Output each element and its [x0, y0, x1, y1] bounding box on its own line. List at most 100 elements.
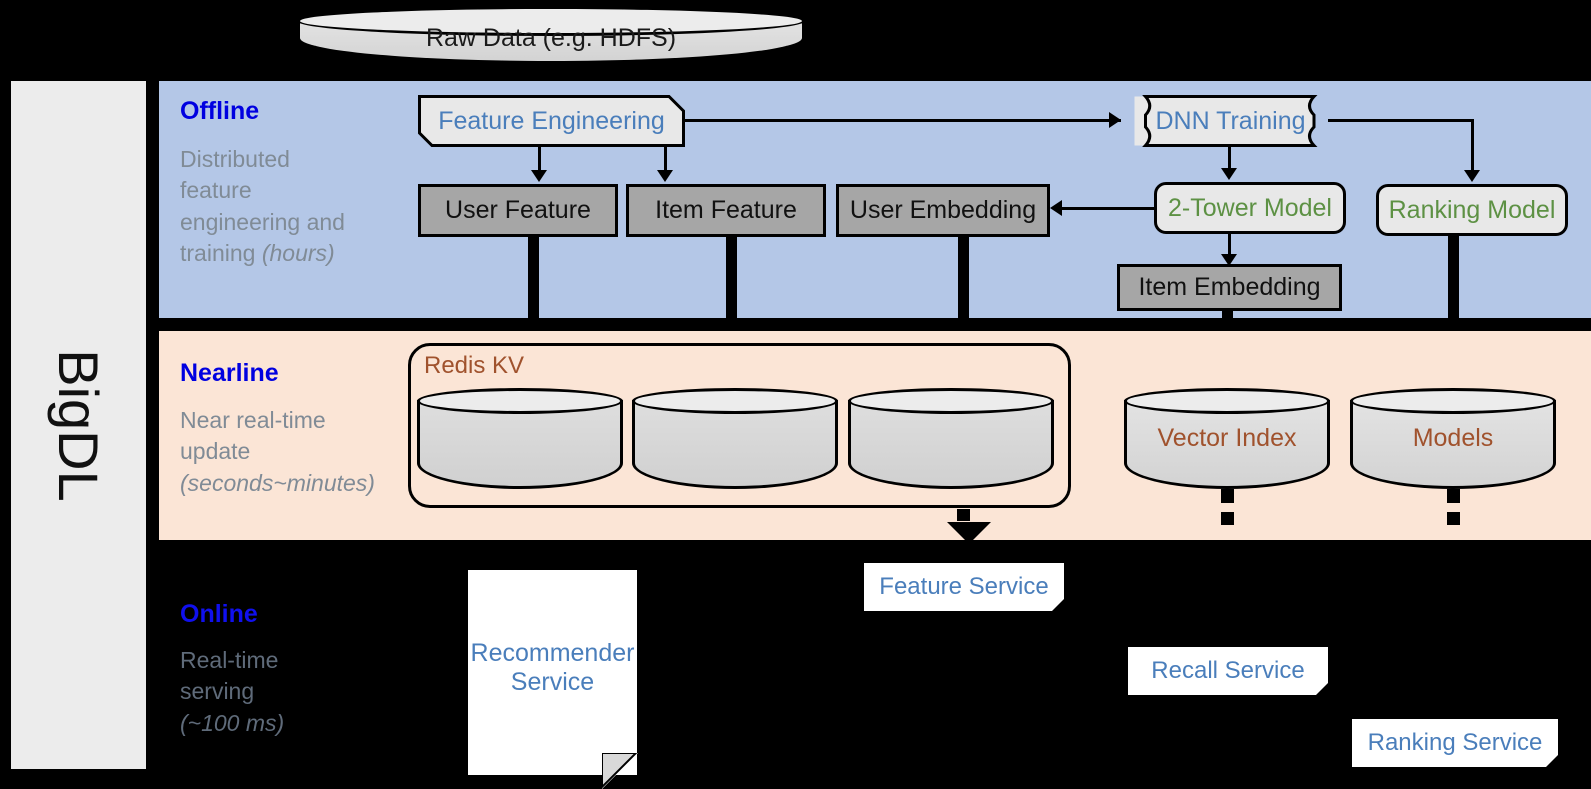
dashed-models-seg1 — [1447, 489, 1460, 503]
two-tower-model-label: 2-Tower Model — [1168, 193, 1332, 222]
store-user-embedding-cylinder[interactable] — [848, 388, 1054, 489]
arrow-twotower-to-userembedding-line — [1062, 207, 1154, 210]
ranking-service-card[interactable]: Ranking Service — [1352, 719, 1558, 767]
dashed-vectorindex-seg2 — [1221, 512, 1234, 525]
arrow-fe-to-dnn-head — [1109, 112, 1121, 128]
item-embedding-node[interactable]: Item Embedding — [1117, 264, 1342, 311]
two-tower-model-node[interactable]: 2-Tower Model — [1154, 182, 1346, 234]
offline-subtitle-line2: feature — [180, 177, 252, 204]
dashed-vectorindex-seg1 — [1221, 489, 1234, 503]
nearline-subtitle: Near real-time update (seconds~minutes) — [180, 405, 410, 499]
arrow-userembedding-to-store — [958, 237, 969, 384]
arrow-fe-to-itemfeature-line — [664, 147, 667, 173]
store-user-feature-cylinder[interactable] — [417, 388, 623, 489]
models-cylinder[interactable]: Models — [1350, 388, 1556, 489]
vector-index-label: Vector Index — [1157, 424, 1297, 452]
cylinder-top — [1350, 388, 1556, 414]
arrow-twotower-to-itemembedding-head — [1221, 254, 1237, 266]
online-title: Online — [180, 600, 258, 628]
recommender-service-line1: Recommender — [470, 638, 635, 667]
vector-index-cylinder[interactable]: Vector Index — [1124, 388, 1330, 489]
arrow-dnn-to-ranking-vertical — [1471, 119, 1474, 172]
offline-subtitle-line1: Distributed — [180, 146, 290, 172]
raw-data-cylinder: Raw Data (e.g. HDFS) — [297, 6, 805, 64]
arrow-rawdata-to-featureeng-line — [549, 64, 552, 82]
item-embedding-label: Item Embedding — [1138, 273, 1321, 302]
nearline-subtitle-line2: update — [180, 438, 251, 465]
online-subtitle-line2: serving — [180, 678, 255, 705]
raw-data-label: Raw Data (e.g. HDFS) — [425, 23, 677, 52]
user-feature-node[interactable]: User Feature — [418, 184, 618, 237]
offline-subtitle: Distributed feature engineering and trai… — [180, 144, 390, 269]
models-label: Models — [1412, 424, 1494, 452]
cylinder-top — [632, 388, 838, 414]
cylinder-body — [848, 400, 1054, 489]
user-feature-label: User Feature — [445, 196, 591, 225]
recommender-service-label: Recommender Service — [471, 639, 635, 707]
store-user-embedding-label — [848, 388, 1054, 489]
offline-subtitle-line4: training — [180, 239, 262, 266]
cylinder-top — [297, 6, 805, 36]
bigdl-framework-rail: BigDL — [8, 78, 149, 772]
arrow-fe-to-userfeature-line — [538, 147, 541, 173]
nearline-title: Nearline — [180, 359, 279, 387]
store-item-feature-label — [632, 388, 838, 489]
cylinder-top — [848, 388, 1054, 414]
arrow-fe-to-userfeature-head — [531, 170, 547, 182]
store-user-feature-label — [417, 388, 623, 489]
feature-engineering-label-wrap: Feature Engineering — [418, 95, 685, 147]
arrow-dnn-to-twotower-head — [1221, 168, 1237, 180]
arrow-fe-to-itemfeature-head — [657, 170, 673, 182]
cylinder-body — [1124, 400, 1330, 489]
cylinder-top — [417, 388, 623, 414]
arrow-twotower-to-userembedding-head — [1050, 200, 1062, 216]
dnn-training-node[interactable]: DNN Training — [1133, 95, 1328, 147]
item-feature-node[interactable]: Item Feature — [626, 184, 826, 237]
recommender-service-card[interactable]: Recommender Service — [468, 570, 638, 789]
arrow-dnn-to-twotower-line — [1228, 147, 1231, 171]
arrow-fe-to-dnn-line — [684, 119, 1121, 122]
feature-engineering-shape — [418, 95, 685, 147]
feature-engineering-label: Feature Engineering — [438, 106, 665, 135]
online-subtitle: Real-time serving (~100 ms) — [180, 645, 390, 739]
online-subtitle-italic: (~100 ms) — [180, 709, 285, 736]
nearline-subtitle-italic: (seconds~minutes) — [180, 469, 375, 496]
redis-kv-container — [408, 343, 1071, 508]
bigdl-label: BigDL — [47, 348, 110, 502]
dnn-training-label-wrap: DNN Training — [1133, 95, 1328, 147]
dnn-training-label: DNN Training — [1155, 106, 1306, 135]
dashed-redis-to-featureservice-seg1 — [957, 509, 970, 521]
dashed-redis-to-featureservice-head — [947, 522, 991, 544]
dnn-training-shape — [1134, 95, 1318, 147]
ranking-service-label: Ranking Service — [1367, 729, 1543, 756]
cylinder-body — [632, 400, 838, 489]
arrow-rankingmodel-to-models — [1448, 236, 1459, 386]
arrow-dnn-to-ranking-horizontal — [1328, 119, 1474, 122]
arrow-dnn-to-ranking-head — [1464, 170, 1480, 182]
page-fold-icon — [602, 753, 638, 789]
offline-subtitle-italic: (hours) — [261, 239, 335, 266]
arrow-userfeature-to-store — [528, 237, 539, 384]
feature-engineering-node[interactable]: Feature Engineering — [418, 95, 685, 147]
nearline-subtitle-line1: Near real-time — [180, 407, 326, 433]
ranking-model-node[interactable]: Ranking Model — [1376, 184, 1568, 236]
ranking-model-label: Ranking Model — [1388, 195, 1556, 224]
online-subtitle-line1: Real-time — [180, 647, 279, 673]
recall-service-card[interactable]: Recall Service — [1128, 647, 1328, 695]
item-feature-label: Item Feature — [655, 196, 797, 225]
offline-subtitle-line3: engineering and — [180, 208, 345, 235]
recall-service-label: Recall Service — [1151, 657, 1305, 684]
arrow-itemfeature-to-store — [726, 237, 737, 384]
cylinder-body — [1350, 400, 1556, 489]
store-item-feature-cylinder[interactable] — [632, 388, 838, 489]
recommender-service-line2: Service — [510, 667, 595, 696]
feature-service-card[interactable]: Feature Service — [864, 563, 1064, 611]
user-embedding-label: User Embedding — [849, 196, 1037, 225]
user-embedding-node[interactable]: User Embedding — [836, 184, 1050, 237]
redis-kv-label: Redis KV — [424, 352, 525, 379]
arrow-twotower-to-itemembedding-line — [1228, 234, 1231, 258]
offline-title: Offline — [180, 97, 260, 125]
dashed-models-seg2 — [1447, 512, 1460, 525]
cylinder-top — [1124, 388, 1330, 414]
